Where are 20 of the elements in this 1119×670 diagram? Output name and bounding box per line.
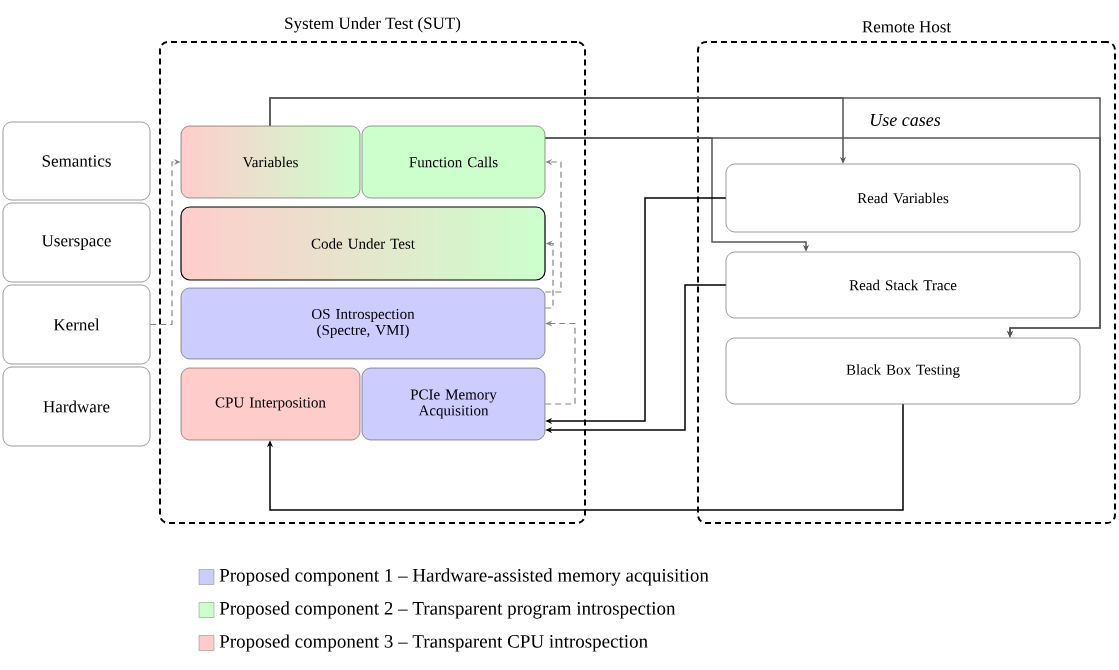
use-case-box: Read Variables (725, 163, 1081, 233)
legend-text: Proposed component 2 – Transparent program introspection (219, 601, 676, 619)
component-box: Code Under Test (180, 206, 546, 281)
legend-text: Proposed component 3 – Transparent CPU introspection (219, 634, 648, 652)
section-label: Use cases (870, 114, 941, 126)
component-box: Variables (180, 125, 361, 199)
layer-box: Semantics (2, 121, 151, 201)
node-label: Remote Host (862, 21, 952, 33)
component-box: PCIe Memory Acquisition (361, 367, 546, 441)
use-case-box: Black Box Testing (725, 337, 1081, 405)
component-box: CPU Interposition (180, 367, 361, 441)
layer-box: Userspace (2, 202, 151, 283)
node-label: System Under Test (SUT) (285, 17, 461, 33)
legend-text: Proposed component 1 – Hardware-assisted memory acquisition (219, 568, 709, 586)
layer-box: Kernel (2, 284, 151, 365)
use-case-box: Read Stack Trace (725, 251, 1081, 319)
layer-box: Hardware (2, 366, 151, 447)
arrow (266, 403, 904, 511)
component-box: OS Introspection (Spectre, VMI) (180, 287, 546, 360)
component-box: Function Calls (361, 125, 546, 199)
